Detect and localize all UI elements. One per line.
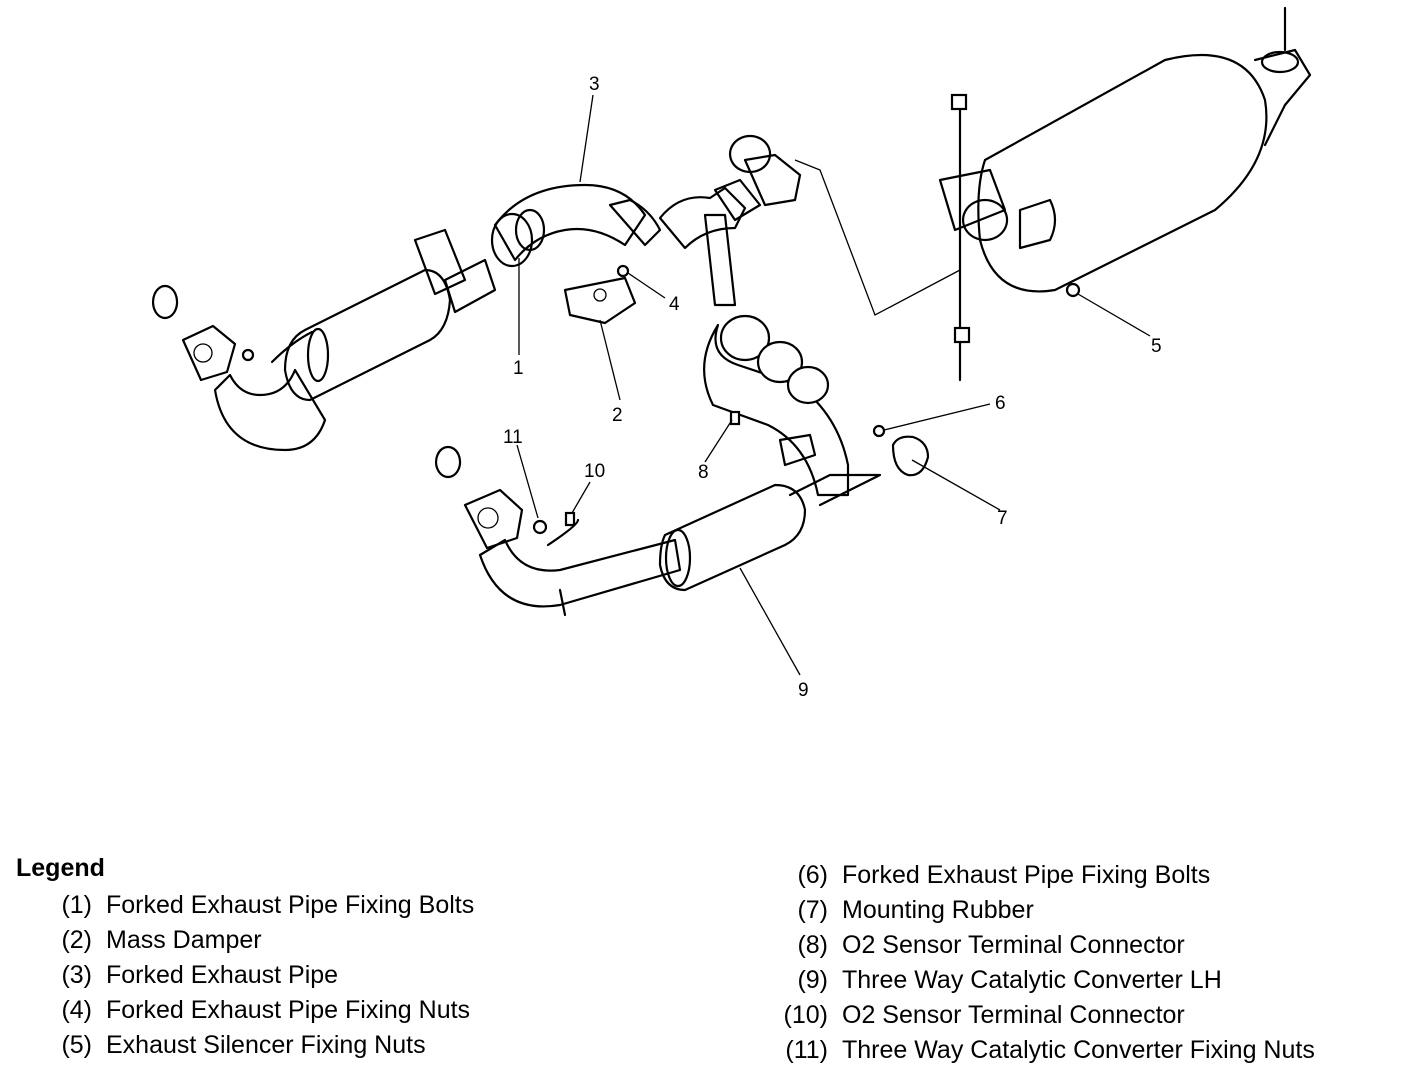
legend-item: (11) Three Way Catalytic Converter Fixing… <box>776 1033 1315 1068</box>
legend-left-column: (1) Forked Exhaust Pipe Fixing Bolts (2) M… <box>30 888 474 1063</box>
catalytic-converter-lh <box>435 433 882 617</box>
exhaust-silencer <box>938 6 1312 382</box>
legend-text: Three Way Catalytic Converter Fixing Nut… <box>842 1036 1315 1064</box>
legend-text: Forked Exhaust Pipe Fixing Bolts <box>106 891 475 919</box>
callout-5: 5 <box>1151 336 1162 357</box>
legend-title: Legend <box>16 854 105 882</box>
legend-text: Forked Exhaust Pipe <box>106 961 339 989</box>
legend-text: Mass Damper <box>106 926 262 954</box>
legend-code: (2) <box>61 926 92 954</box>
legend-item: (10) O2 Sensor Terminal Connector <box>776 998 1315 1033</box>
callout-4: 4 <box>669 294 680 315</box>
legend-item: (1) Forked Exhaust Pipe Fixing Bolts <box>30 888 474 923</box>
legend-code: (11) <box>785 1036 828 1064</box>
legend-item: (8) O2 Sensor Terminal Connector <box>776 928 1315 963</box>
callout-7: 7 <box>997 508 1008 529</box>
callout-10: 10 <box>584 461 605 482</box>
legend-code: (3) <box>61 961 92 989</box>
legend-code: (6) <box>797 861 828 889</box>
legend-text: O2 Sensor Terminal Connector <box>842 1001 1185 1029</box>
legend-code: (8) <box>797 931 828 959</box>
callout-9: 9 <box>798 680 809 701</box>
legend-code: (9) <box>797 966 828 994</box>
legend-text: Three Way Catalytic Converter LH <box>842 966 1222 994</box>
callout-8: 8 <box>698 462 709 483</box>
callout-2: 2 <box>612 405 623 426</box>
catalytic-converter-rh <box>151 228 497 452</box>
legend-right-column: (6) Forked Exhaust Pipe Fixing Bolts (7) M… <box>776 858 1315 1068</box>
callout-3: 3 <box>589 74 600 95</box>
legend-item: (4) Forked Exhaust Pipe Fixing Nuts <box>30 993 474 1028</box>
leader-lines <box>516 94 1151 676</box>
callout-11: 11 <box>503 427 523 448</box>
exhaust-system-diagram: 1 2 3 4 5 6 7 8 9 10 11 <box>151 6 1312 701</box>
legend-text: O2 Sensor Terminal Connector <box>842 931 1185 959</box>
callout-6: 6 <box>995 393 1006 414</box>
legend-item: (7) Mounting Rubber <box>776 893 1315 928</box>
callout-1: 1 <box>513 358 524 379</box>
legend-text: Exhaust Silencer Fixing Nuts <box>106 1031 426 1059</box>
legend-code: (1) <box>61 891 92 919</box>
legend-item: (9) Three Way Catalytic Converter LH <box>776 963 1315 998</box>
legend-item: (3) Forked Exhaust Pipe <box>30 958 474 993</box>
legend-code: (5) <box>61 1031 92 1059</box>
legend-text: Forked Exhaust Pipe Fixing Nuts <box>106 996 471 1024</box>
mounting-rubber <box>891 435 930 477</box>
legend-code: (4) <box>61 996 92 1024</box>
forked-exhaust-pipe <box>490 134 850 497</box>
legend-text: Mounting Rubber <box>842 896 1034 924</box>
mass-damper <box>563 276 637 325</box>
legend-item: (2) Mass Damper <box>30 923 474 958</box>
callout-numbers: 1 2 3 4 5 6 7 8 9 10 11 <box>503 74 1162 701</box>
legend-code: (7) <box>797 896 828 924</box>
fasteners <box>241 264 1081 535</box>
legend-code: (10) <box>783 1001 828 1029</box>
legend-item: (6) Forked Exhaust Pipe Fixing Bolts <box>776 858 1315 893</box>
legend-text: Forked Exhaust Pipe Fixing Bolts <box>842 861 1211 889</box>
legend-item: (5) Exhaust Silencer Fixing Nuts <box>30 1028 474 1063</box>
